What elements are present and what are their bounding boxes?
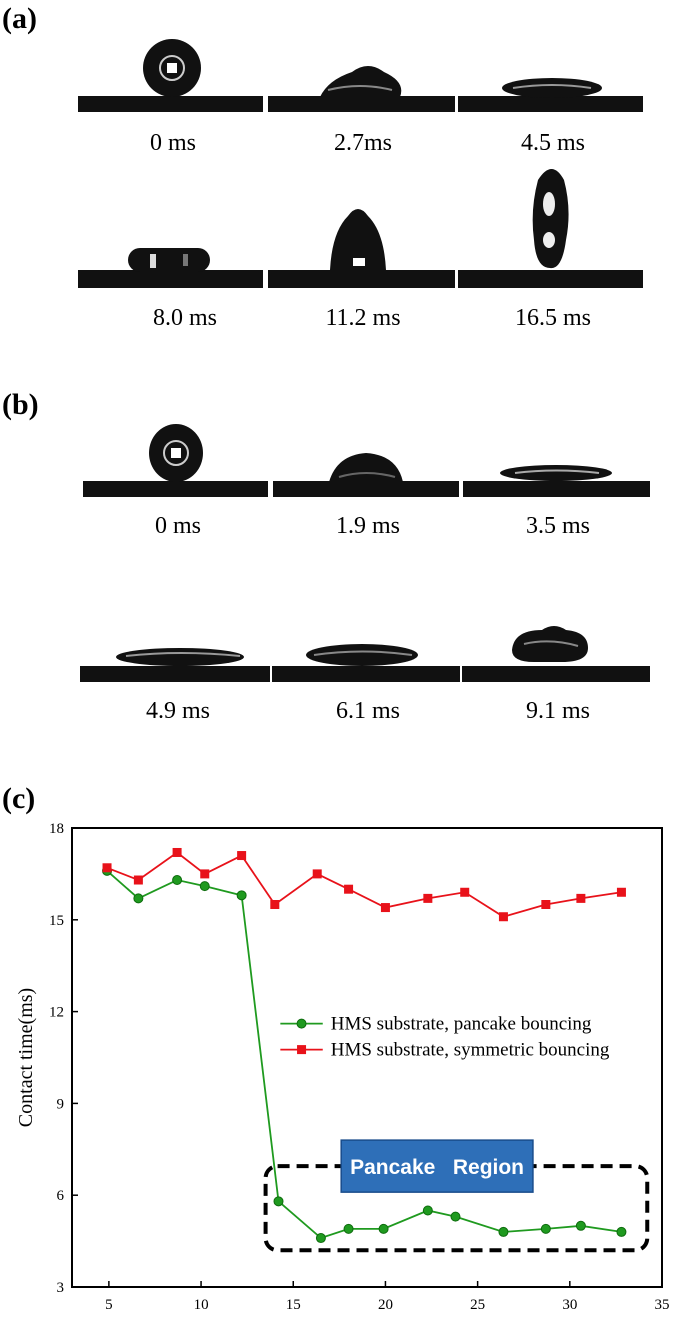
droplet-frame-b5	[272, 620, 460, 682]
droplet-frame-a3	[458, 30, 643, 112]
plot-frame	[71, 827, 663, 1288]
droplet-frame-a1	[78, 30, 263, 112]
y-tick-label: 18	[49, 821, 64, 837]
panel-c-label: (c)	[2, 782, 36, 815]
data-point	[498, 1226, 509, 1237]
droplet-frame-a4	[78, 160, 263, 288]
x-tick-label: 20	[378, 1297, 393, 1313]
time-label-a5: 11.2 ms	[325, 305, 401, 331]
droplet-frame-b4	[80, 620, 270, 682]
droplet-frame-b2	[273, 415, 459, 497]
time-label-b4: 4.9 ms	[145, 698, 210, 724]
data-point	[172, 875, 183, 886]
time-label-b5: 6.1 ms	[335, 698, 400, 724]
y-tick-label: 9	[57, 1096, 65, 1112]
data-point	[450, 1211, 461, 1222]
x-tick-label: 5	[105, 1297, 113, 1313]
x-tick-label: 15	[286, 1297, 301, 1313]
data-point	[460, 887, 470, 897]
data-point	[270, 900, 280, 909]
data-point	[423, 893, 433, 903]
panel-b-label: (b)	[2, 388, 39, 421]
data-point	[199, 881, 210, 892]
time-label-b1: 0 ms	[154, 513, 201, 539]
time-label-a3: 4.5 ms	[520, 130, 585, 156]
time-label-b2: 1.9 ms	[335, 513, 400, 539]
time-label-a6: 16.5 ms	[514, 305, 591, 331]
time-label-b6: 9.1 ms	[525, 698, 590, 724]
data-point	[616, 1226, 627, 1237]
data-point	[133, 893, 144, 904]
data-point	[343, 1223, 354, 1234]
pancake-region-label: Pancake Region	[350, 1156, 524, 1179]
data-point	[102, 863, 112, 873]
time-label-b3: 3.5 ms	[525, 513, 590, 539]
droplet-frame-a2	[268, 30, 455, 112]
x-tick-label: 30	[562, 1297, 577, 1313]
data-point	[616, 887, 626, 897]
pancake-region-label-bg	[340, 1139, 534, 1193]
x-tick-label: 10	[194, 1297, 209, 1313]
data-point	[273, 1196, 284, 1207]
y-axis-title: Contact time(ms)	[15, 988, 37, 1127]
panel-a-label: (a)	[2, 2, 37, 35]
data-point	[200, 869, 210, 879]
droplet-frame-b3	[463, 415, 650, 497]
y-tick-label: 6	[57, 1188, 65, 1204]
data-point	[236, 890, 247, 901]
legend-marker	[297, 1045, 307, 1055]
data-point	[172, 847, 182, 857]
data-point	[541, 900, 551, 909]
data-point	[133, 875, 143, 885]
legend-label: HMS substrate, pancake bouncing	[331, 1014, 592, 1035]
legend-marker	[296, 1018, 307, 1029]
data-point	[237, 851, 247, 861]
x-tick-label: 35	[655, 1297, 670, 1313]
data-point	[575, 1220, 586, 1231]
data-point	[422, 1205, 433, 1216]
droplet-frame-b1	[83, 415, 268, 497]
data-point	[378, 1223, 389, 1234]
data-point	[344, 884, 354, 894]
data-point	[380, 903, 390, 913]
time-label-a2: 2.7ms	[333, 130, 392, 156]
data-point	[315, 1233, 326, 1244]
droplet-frame-b6	[462, 620, 650, 682]
droplet-frame-a6	[458, 160, 643, 288]
data-point	[312, 869, 322, 879]
droplet-frame-a5	[268, 160, 455, 288]
x-axis-title: We	[355, 1322, 379, 1326]
data-point	[540, 1223, 551, 1234]
y-tick-label: 15	[49, 913, 64, 929]
legend-label: HMS substrate, symmetric bouncing	[331, 1040, 610, 1061]
time-label-a4: 8.0 ms	[152, 305, 217, 331]
x-tick-label: 25	[470, 1297, 485, 1313]
data-point	[498, 912, 508, 922]
y-tick-label: 12	[49, 1005, 64, 1021]
data-point	[576, 893, 586, 903]
time-label-a1: 0 ms	[149, 130, 196, 156]
y-tick-label: 3	[57, 1280, 65, 1296]
